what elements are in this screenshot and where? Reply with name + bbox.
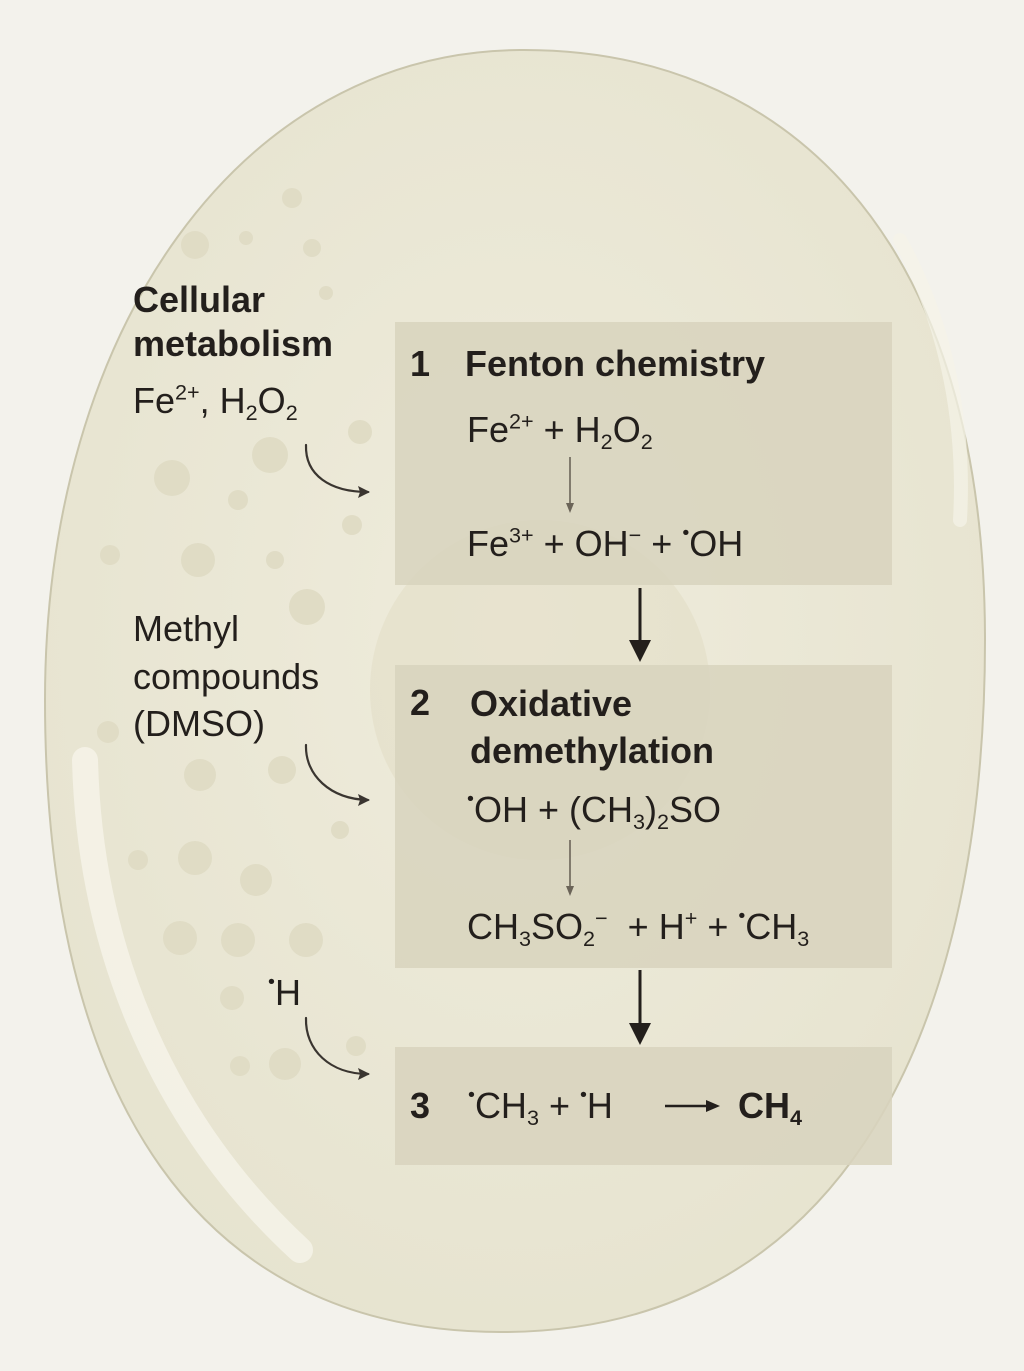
step-1-number: 1 [410,343,431,384]
curved-arrowheads [358,486,370,1080]
s1-plus-h: + H [533,409,601,450]
s2p-ch3: CH [745,906,798,947]
s2p-h: + H [607,906,685,947]
s1p-oh: + OH [533,523,629,564]
h2o2-sub1: 2 [245,399,258,425]
s1p-fe-charge: 3+ [509,522,534,548]
s1p-oh-radical: OH [689,523,744,564]
step-3-reactants: •CH3 + •H [468,1084,613,1130]
s1p-radical-dot: • [682,522,690,545]
curved-arrow-2 [304,743,370,802]
s2-ch-sub: 3 [632,808,645,834]
s2-paren-sub: 2 [656,808,669,834]
s3-plus: + [538,1085,580,1126]
s1p-plus: + [641,523,683,564]
s2-so: SO [668,789,721,830]
step-2-title: Oxidative demethylation [470,680,714,774]
s3-ch: CH [474,1085,527,1126]
methyl-compounds-label: Methyl compounds (DMSO) [133,605,319,748]
s3-radical-dot-2: • [579,1084,587,1107]
s2p-charge: − [595,905,608,931]
h-radical-text: H [274,972,301,1013]
s2p-ch: CH [467,906,519,947]
cell-highlight-right [893,233,968,527]
s2-radical-dot: • [467,788,474,811]
step-2-title-line2: demethylation [470,729,715,771]
step-2-panel [395,665,892,968]
step-3-number: 3 [410,1085,431,1126]
curved-arrow-1 [304,443,370,494]
cellular-metabolism-line2: metabolism [133,322,334,364]
s2p-h-charge: + [684,905,698,931]
step-1-title: Fenton chemistry [465,343,766,384]
methane-ch: CH [738,1085,790,1126]
o-symbol: O [257,380,286,421]
step-1-panel [395,322,892,585]
h-radical-dot: • [268,971,275,994]
s2p-ch3-sub: 3 [797,925,810,951]
s1-fe-charge: 2+ [509,408,534,434]
s2p-plus: + [697,906,739,947]
methyl-line3: (DMSO) [133,703,265,745]
reagent-sep: , H [199,380,246,421]
curved-arrow-3 [304,1016,370,1076]
s1-fe: Fe [467,409,510,450]
s1p-fe: Fe [467,523,510,564]
s1-h-sub: 2 [600,428,613,454]
cellular-metabolism-label: Cellular metabolism [133,276,333,367]
fe-symbol: Fe [133,380,176,421]
step-2-internal-arrowhead [566,886,574,896]
s3-radical-dot-1: • [468,1084,475,1107]
s2-paren: ) [644,789,657,830]
s2p-radical-dot: • [738,905,746,928]
s3-h: H [586,1085,613,1126]
step-2-number: 2 [410,682,431,723]
s1-o-sub: 2 [640,428,653,454]
h-radical-label: •H [268,972,301,1014]
s2p-so-sub: 2 [583,925,596,951]
s1p-oh-charge: − [628,522,642,548]
cell-highlight [72,747,313,1263]
step-3-product: CH4 [738,1085,803,1130]
step-1-reactants: Fe2+ + H2O2 [467,408,653,454]
metabolism-reagents: Fe2+, H2O2 [133,379,298,425]
step-3-panel [395,1047,892,1165]
step-1-products: Fe3+ + OH− + •OH [467,523,743,565]
methyl-line2: compounds [133,655,320,697]
h2o2-sub2: 2 [285,399,298,425]
connector-1-2-head [629,640,651,662]
step-2-reactants: •OH + (CH3)2SO [467,788,721,834]
cytoplasm-granules [97,188,372,1080]
step-2-title-line1: Oxidative [470,683,633,724]
s1-o: O [612,409,641,450]
s2p-so: SO [531,906,584,947]
fe-charge: 2+ [175,379,200,405]
step-3-reaction-arrowhead [706,1100,720,1112]
s3-ch-sub: 3 [526,1104,539,1130]
step-1-internal-arrowhead [566,503,574,513]
s2-oh-ch: OH + (CH [473,789,633,830]
cellular-metabolism-line1: Cellular [133,279,266,320]
step-2-products: CH3SO2− + H+ + •CH3 [467,905,810,951]
connector-2-3-head [629,1023,651,1045]
curved-arrows [304,443,370,1076]
s2p-ch-sub: 3 [519,925,532,951]
methane-sub: 4 [790,1104,803,1130]
methyl-line1: Methyl [133,608,240,649]
